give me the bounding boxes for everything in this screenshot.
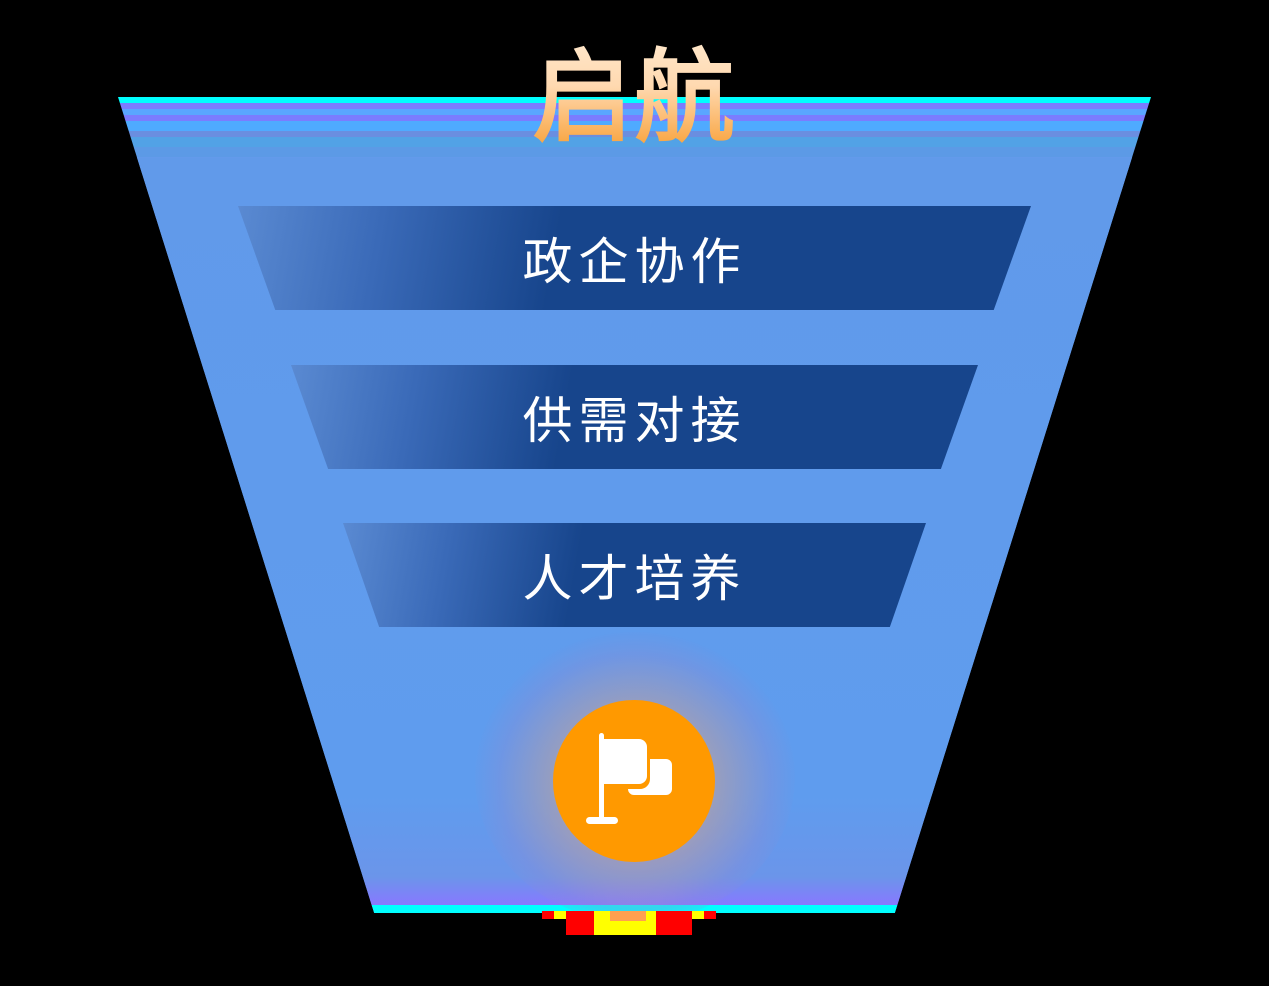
flame-block [704, 911, 716, 919]
flame-block [610, 911, 646, 921]
flame-block [692, 911, 704, 919]
flag-icon [586, 733, 672, 824]
funnel-level-1-label: 政企协作 [522, 233, 747, 291]
funnel-level-2-bg [291, 365, 978, 469]
flame-block [542, 911, 554, 919]
flame-block [656, 911, 692, 935]
flag-icon-badge [553, 700, 715, 862]
funnel-level-3-label: 人才培养 [522, 550, 747, 608]
diagram-title: 启航 [0, 38, 1269, 158]
funnel-level-2-label: 供需对接 [522, 392, 747, 450]
flame-block [554, 911, 566, 919]
funnel-level-2: 供需对接 [291, 365, 978, 469]
flame-block [566, 911, 594, 935]
funnel-level-1-bg [238, 206, 1031, 310]
funnel-level-3: 人才培养 [343, 523, 926, 627]
funnel-level-3-bg [343, 523, 926, 627]
funnel-level-1: 政企协作 [238, 206, 1031, 310]
